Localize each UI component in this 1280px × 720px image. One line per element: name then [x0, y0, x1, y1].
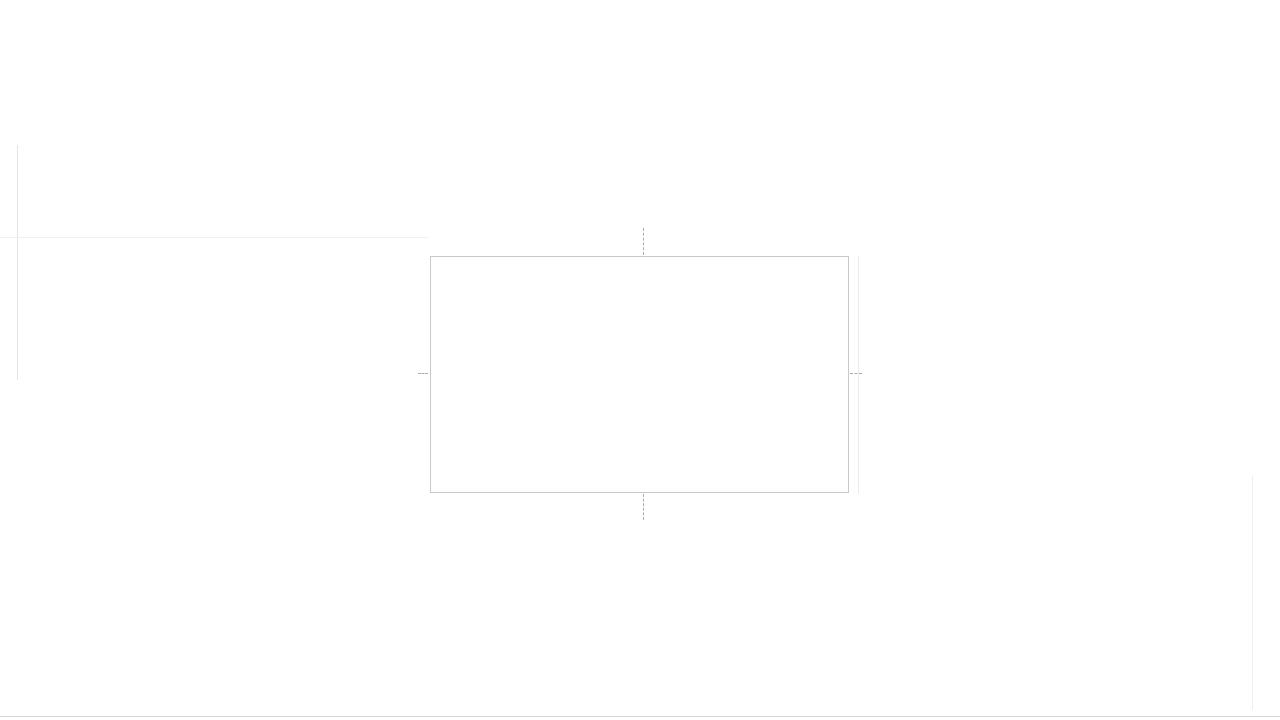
- diagram-03[interactable]: [845, 475, 1250, 707]
- smart-guide-horizontal: [850, 373, 862, 374]
- smart-guide-vertical: [643, 494, 644, 520]
- smart-guide-vertical: [643, 228, 644, 255]
- slide-edge-line: [858, 256, 859, 494]
- window-bottom-line: [0, 716, 1280, 717]
- diagram-01[interactable]: [15, 147, 420, 379]
- slide-edge-line: [1252, 476, 1253, 710]
- slide-frame[interactable]: [430, 256, 849, 493]
- diagram-02[interactable]: [429, 256, 834, 488]
